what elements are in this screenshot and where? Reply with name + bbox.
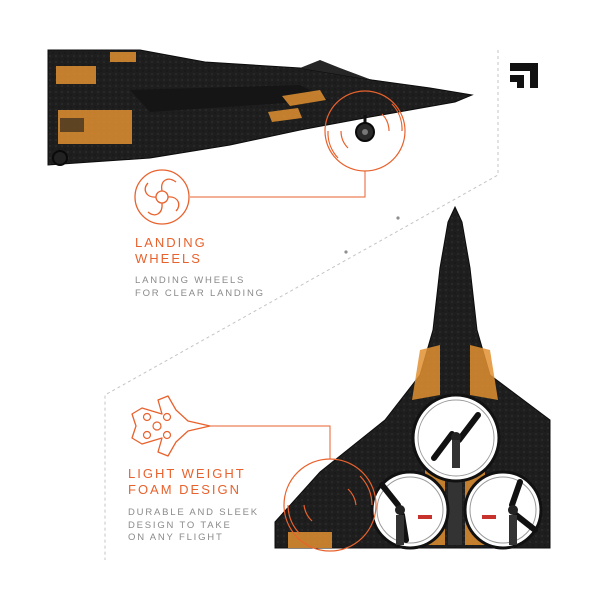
dashed-divider (104, 50, 499, 560)
feature-title-line: WHEELS (135, 251, 202, 266)
wheel-highlight (190, 90, 406, 198)
wheel-icon (134, 169, 190, 225)
feature-foam-title: LIGHT WEIGHT FOAM DESIGN (128, 466, 246, 498)
feature-foam-description: DURABLE AND SLEEK DESIGN TO TAKE ON ANY … (128, 507, 259, 545)
feature-desc-line: FOR CLEAR LANDING (135, 287, 265, 299)
jet-top-view (274, 205, 551, 550)
feature-landing-description: LANDING WHEELS FOR CLEAR LANDING (135, 275, 265, 300)
feature-desc-line: DURABLE AND SLEEK (128, 507, 259, 518)
feature-title-line: LANDING (135, 235, 207, 250)
feature-landing-title: LANDING WHEELS (135, 235, 207, 267)
jet-icon (131, 395, 211, 457)
brand-mark-icon (510, 63, 538, 88)
feature-desc-line: ON ANY FLIGHT (128, 532, 224, 543)
feature-desc-line: DESIGN TO TAKE (128, 519, 232, 531)
foam-highlight (210, 425, 377, 552)
feature-desc-line: LANDING WHEELS (135, 275, 246, 286)
feature-title-line: LIGHT WEIGHT (128, 466, 246, 481)
jet-side-view (47, 49, 474, 166)
feature-title-line: FOAM DESIGN (128, 482, 242, 497)
